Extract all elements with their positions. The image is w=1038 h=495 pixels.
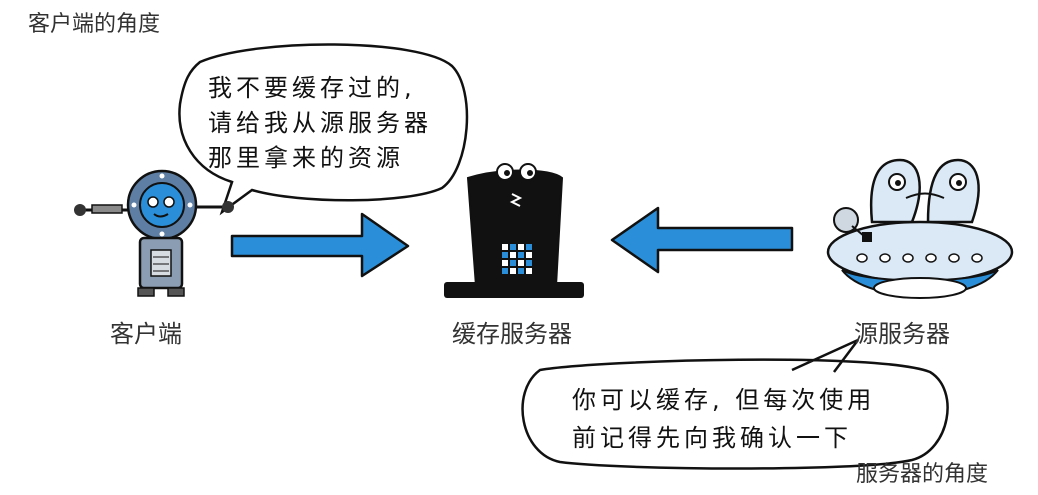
cache-grid-cell xyxy=(502,260,508,266)
origin-server-ufo-icon xyxy=(826,158,1014,299)
arrow-to-cache xyxy=(230,212,410,278)
ufo-light xyxy=(856,253,868,263)
cache-grid-cell xyxy=(510,244,516,250)
client-perspective-label: 客户端的角度 xyxy=(28,12,161,37)
cache-grid-cell xyxy=(510,252,516,258)
arrow-from-origin xyxy=(610,206,794,274)
cache-grid-cell xyxy=(518,260,524,266)
origin-server-node-label: 源服务器 xyxy=(854,320,950,348)
client-robot-icon xyxy=(74,169,234,297)
cache-server-window-grid xyxy=(502,244,532,274)
cache-grid-cell xyxy=(502,252,508,258)
cache-grid-cell xyxy=(526,260,532,266)
ufo-lights xyxy=(856,253,983,263)
cache-grid-cell xyxy=(510,260,516,266)
ufo-light xyxy=(948,253,960,263)
cache-grid-cell xyxy=(510,268,516,274)
server-bubble-line-2: 前记得先向我确认一下 xyxy=(572,424,852,452)
client-bubble-line-1: 我不要缓存过的, xyxy=(208,74,416,102)
client-bubble-line-2: 请给我从源服务器 xyxy=(208,109,432,137)
ufo-light xyxy=(925,253,937,263)
ufo-light xyxy=(879,253,891,263)
server-perspective-label: 服务器的角度 xyxy=(856,462,989,487)
client-node-label: 客户端 xyxy=(110,320,182,348)
cache-grid-cell xyxy=(526,268,532,274)
cache-grid-cell xyxy=(526,252,532,258)
cache-grid-cell xyxy=(502,244,508,250)
cache-server-node-label: 缓存服务器 xyxy=(452,320,572,348)
client-bubble-line-3: 那里拿来的资源 xyxy=(208,144,404,172)
server-bubble-line-1: 你可以缓存, 但每次使用 xyxy=(572,386,876,414)
server-speech-bubble xyxy=(521,338,949,470)
ufo-light xyxy=(971,253,983,263)
cache-grid-cell xyxy=(526,244,532,250)
cache-grid-cell xyxy=(502,268,508,274)
client-speech-bubble xyxy=(178,43,469,216)
cache-server-icon xyxy=(444,163,584,298)
cache-grid-cell xyxy=(518,268,524,274)
ufo-light xyxy=(902,253,914,263)
cache-grid-cell xyxy=(518,252,524,258)
cache-grid-cell xyxy=(518,244,524,250)
